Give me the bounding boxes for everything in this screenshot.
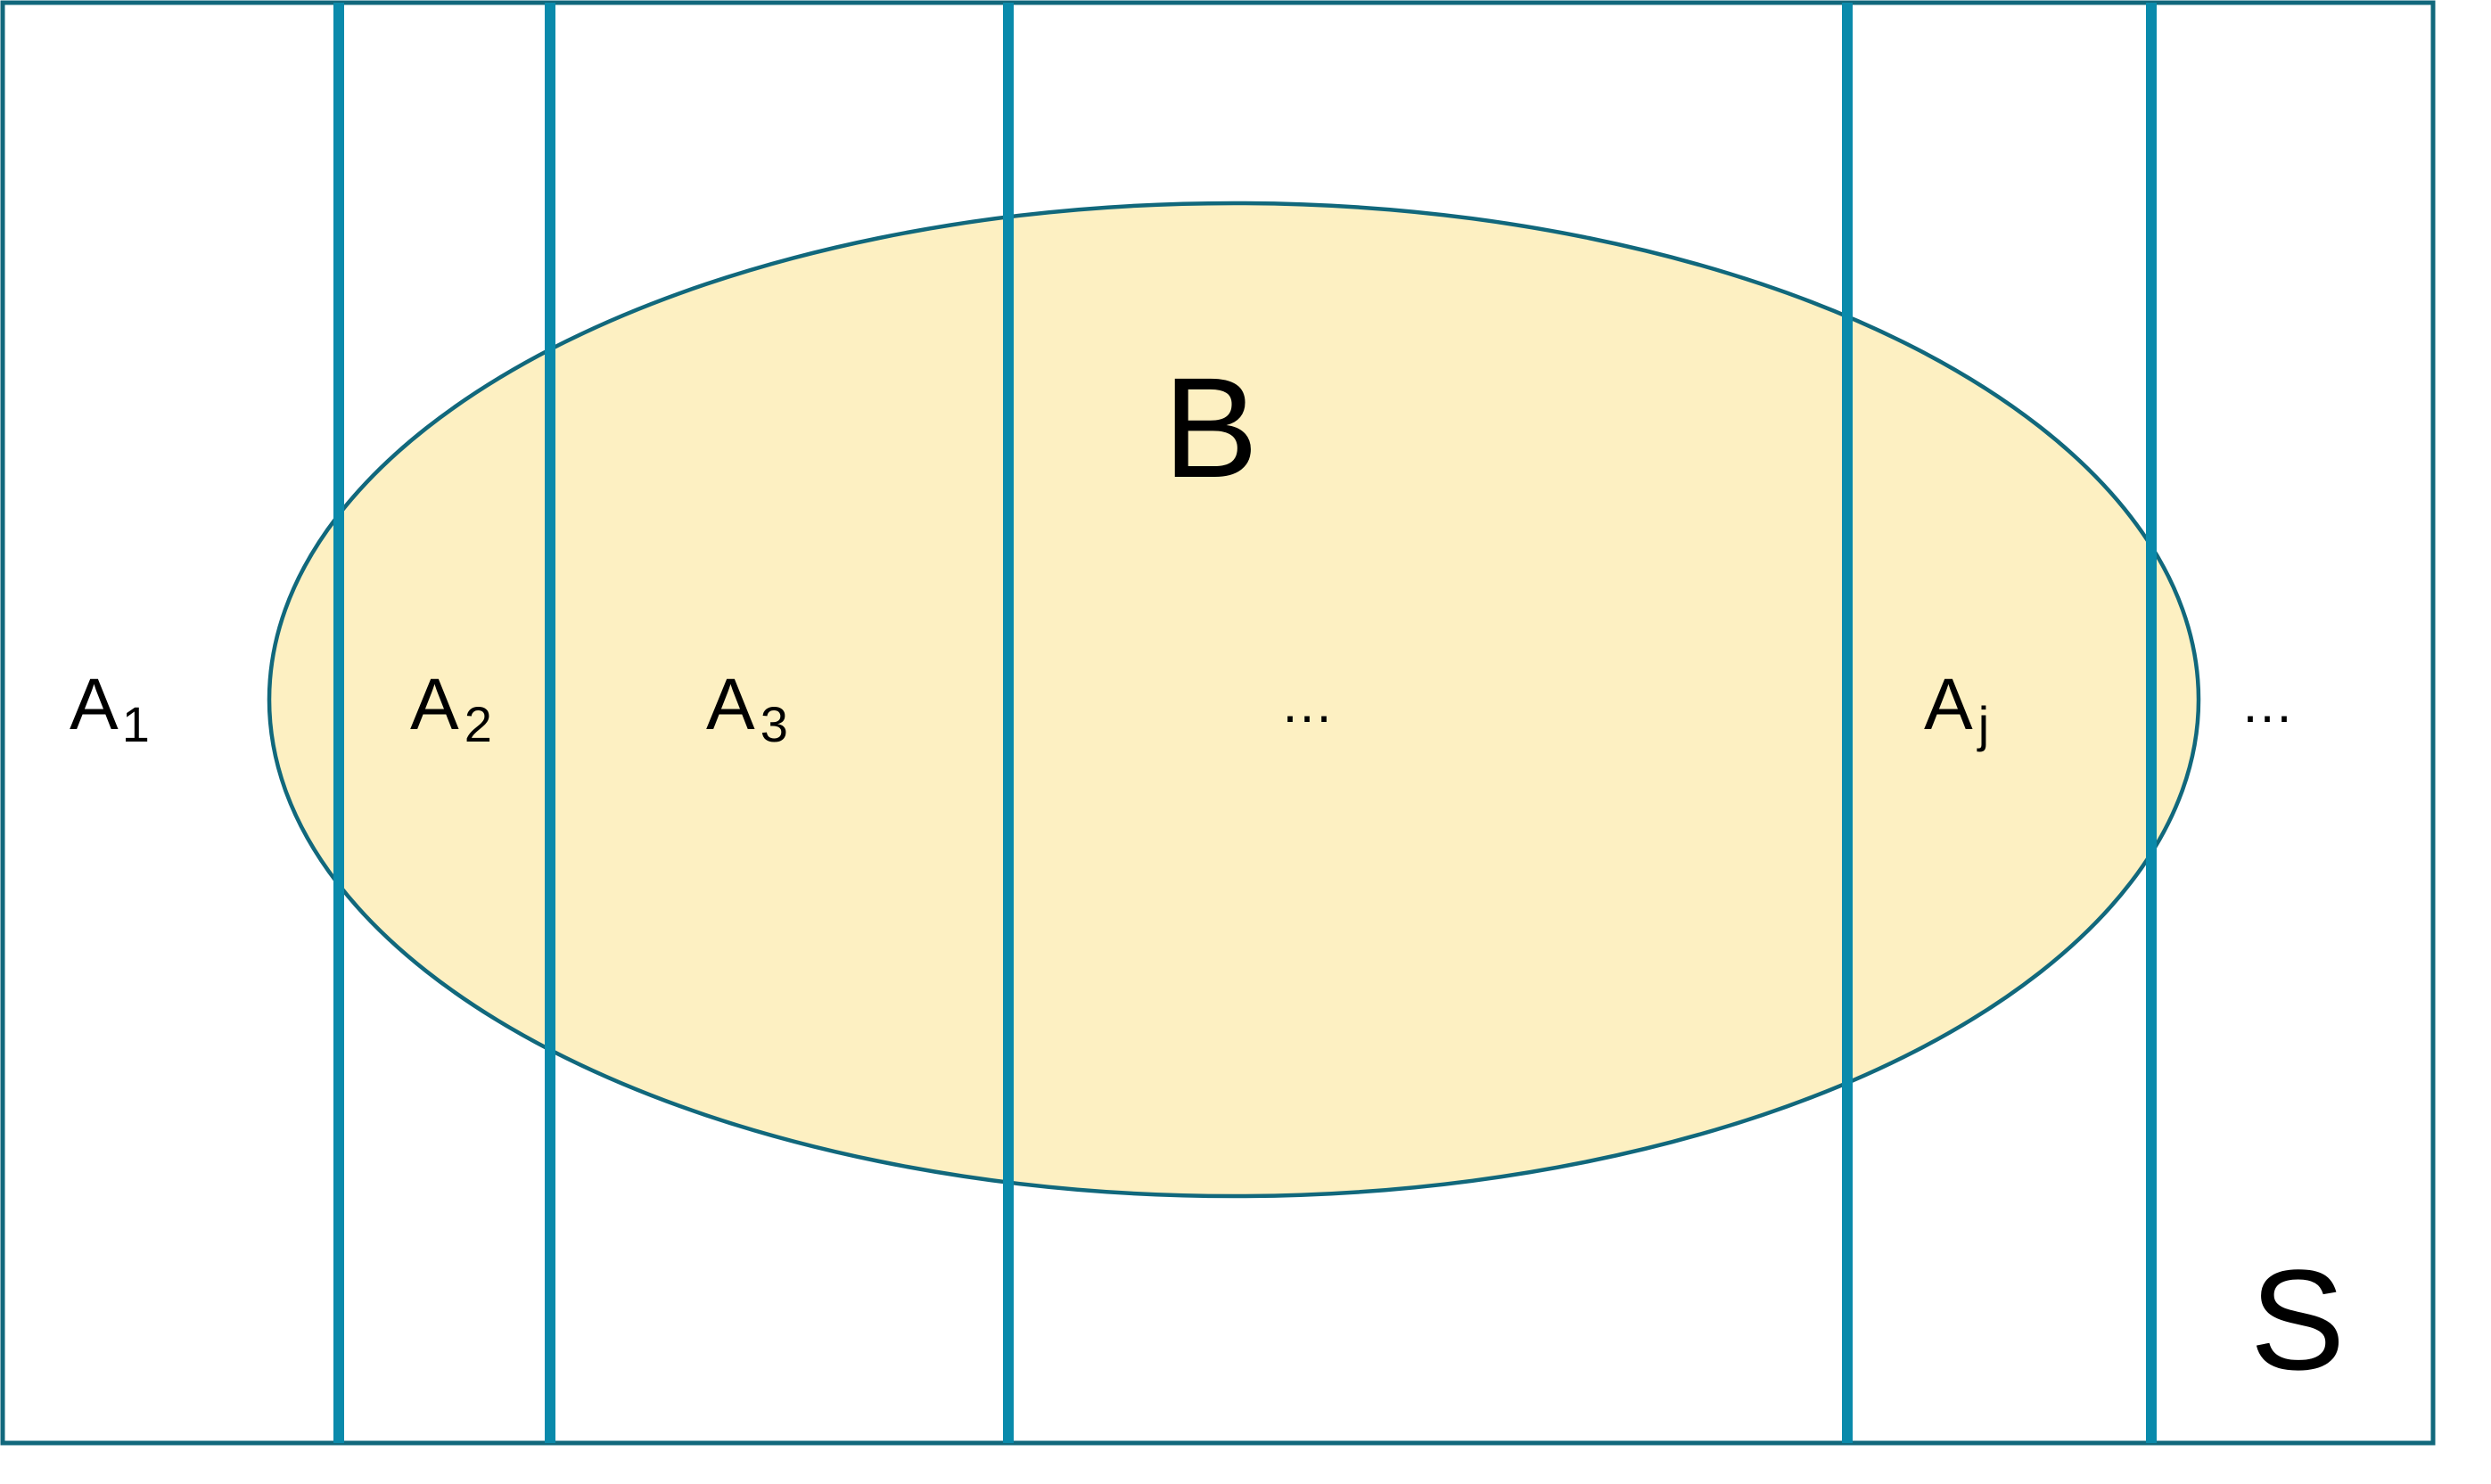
sample-space-label: S — [2250, 1240, 2346, 1399]
label-a1: A1 — [70, 664, 150, 752]
right-ellipsis: … — [2240, 674, 2294, 734]
middle-ellipsis: … — [1280, 674, 1334, 734]
set-b-label: B — [1163, 348, 1259, 507]
set-b-ellipse — [267, 201, 2201, 1199]
